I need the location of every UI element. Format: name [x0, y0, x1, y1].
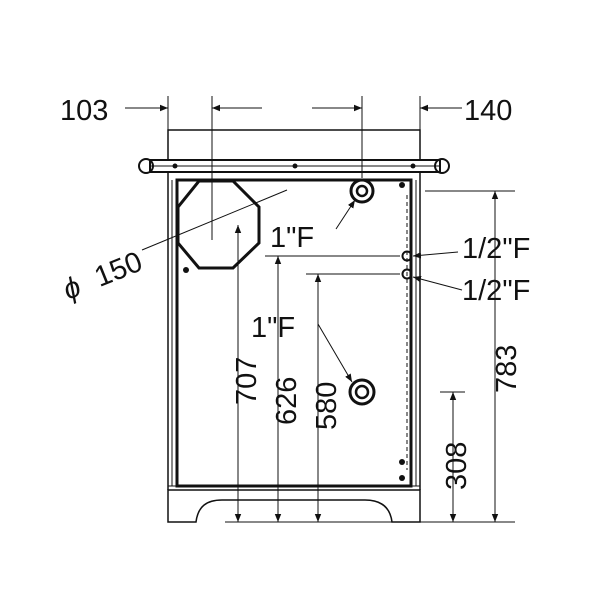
top-dimension-lines — [125, 96, 462, 240]
svg-text:150: 150 — [90, 246, 147, 294]
flue-diameter-label: ϕ 150 — [59, 246, 147, 307]
dim-626-label: 626 — [271, 377, 303, 425]
top-cap — [167, 129, 421, 161]
leader-side-lower — [412, 275, 463, 291]
height-dimension-lines — [225, 190, 515, 523]
rail-knob-right — [434, 158, 450, 174]
dim-140-label: 140 — [464, 95, 512, 127]
cabinet-base — [167, 489, 421, 523]
leader-bottom-port — [317, 323, 353, 383]
dim-783-label: 783 — [491, 345, 523, 393]
cabinet-body — [138, 129, 450, 523]
leader-side-upper — [412, 251, 459, 259]
flue-diameter-leader — [141, 189, 288, 251]
rail-knob-left — [138, 158, 154, 174]
dim-308-label: 308 — [441, 442, 473, 490]
label-bottom-port: 1"F — [251, 312, 295, 344]
port-bottom — [348, 378, 376, 406]
dim-580-label: 580 — [311, 382, 343, 430]
label-top-port: 1"F — [270, 222, 314, 254]
dim-103-label: 103 — [60, 95, 108, 127]
dim-707-label: 707 — [231, 357, 263, 405]
label-side-lower: 1/2"F — [462, 275, 530, 307]
svg-text:ϕ: ϕ — [59, 271, 86, 307]
port-top — [349, 178, 375, 204]
port-side-upper — [401, 250, 413, 262]
label-side-upper: 1/2"F — [462, 233, 530, 265]
port-side-lower — [401, 268, 413, 280]
flue-octagon — [176, 179, 261, 270]
leader-top-port — [335, 199, 356, 230]
